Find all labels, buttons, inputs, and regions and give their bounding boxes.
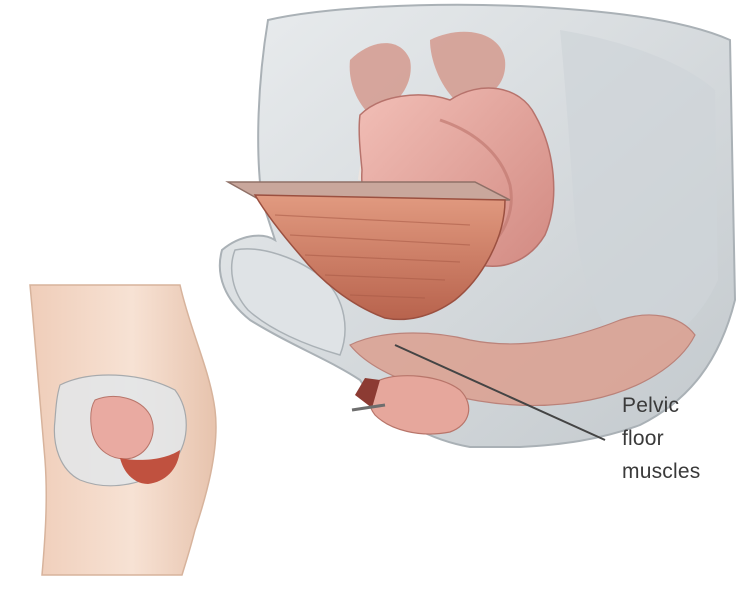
label-line-1: Pelvic — [622, 393, 679, 419]
body-inset — [30, 285, 216, 575]
pelvis-cross-section — [220, 5, 735, 447]
label-line-3: muscles — [622, 459, 700, 485]
label-line-2: floor — [622, 426, 664, 452]
